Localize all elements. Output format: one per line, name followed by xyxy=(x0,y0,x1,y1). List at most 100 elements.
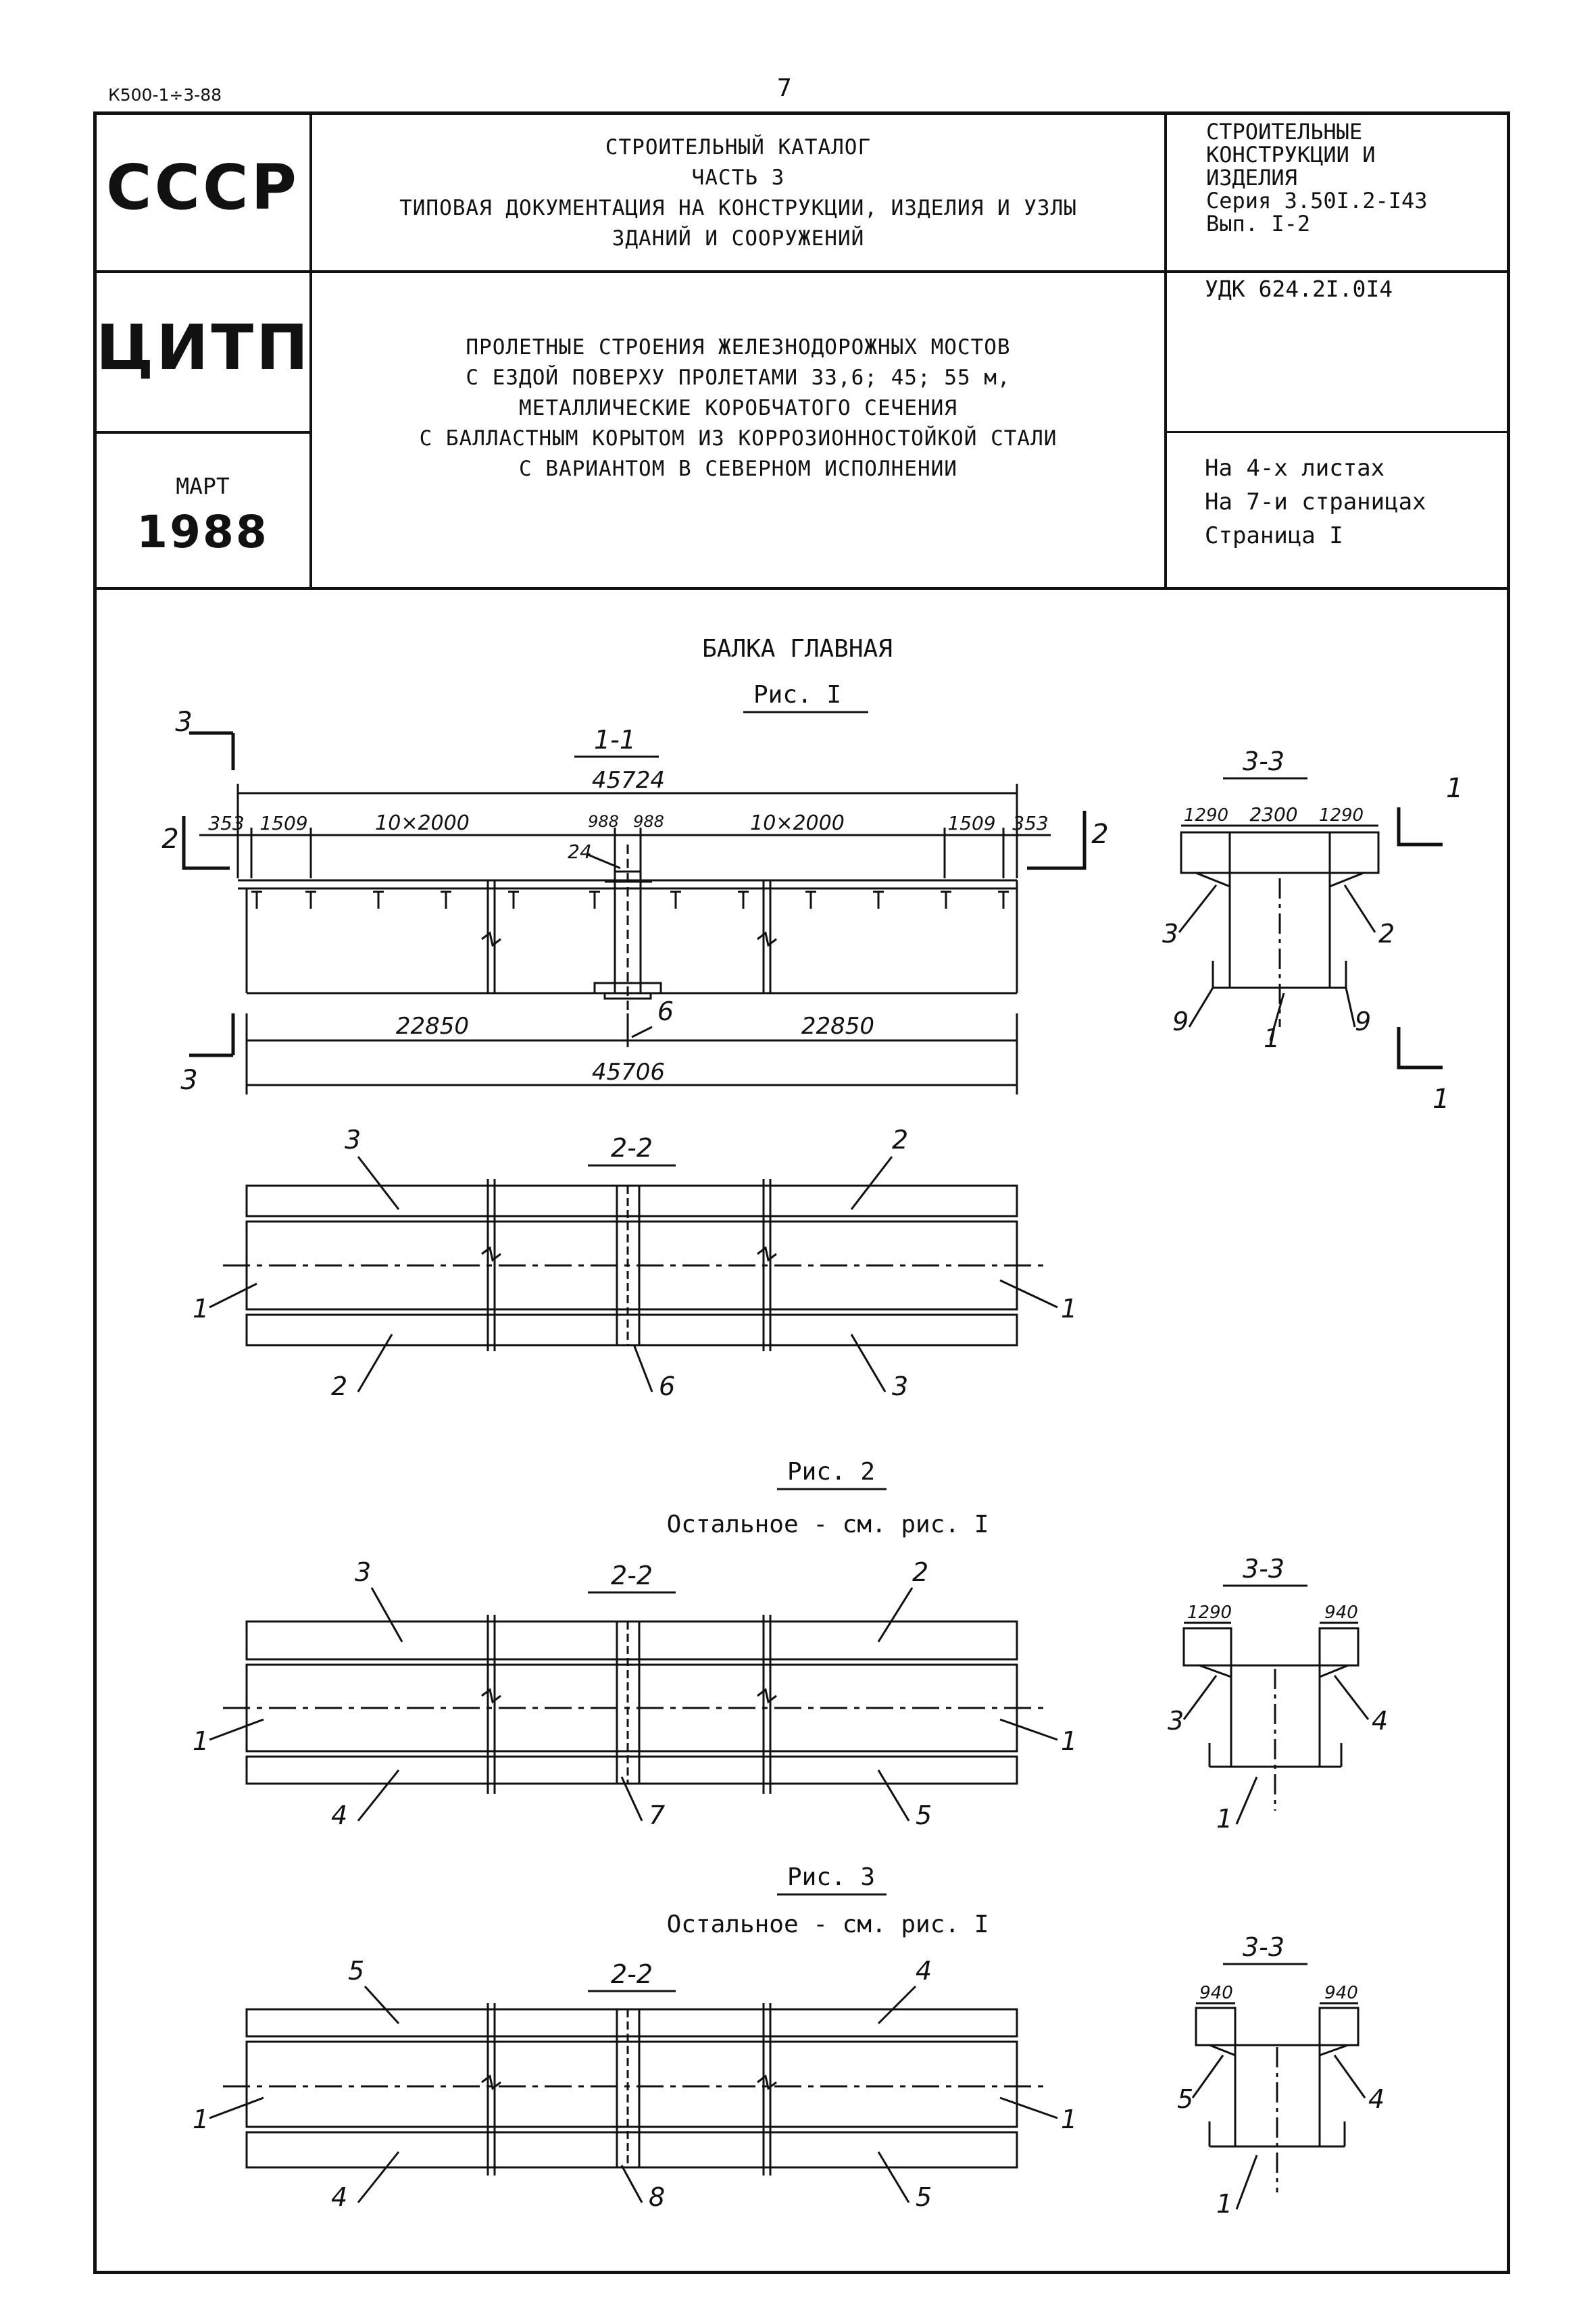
fig2-label: Рис. 2 xyxy=(787,1458,875,1486)
section-3-3-fig1: 3-3 xyxy=(1243,747,1285,776)
cut-1-bottom: 1 xyxy=(1432,1084,1449,1115)
pos-6-p1: 6 xyxy=(659,1372,675,1401)
series-line-1: СТРОИТЕЛЬНЫЕ xyxy=(1206,119,1363,145)
udk-row-line xyxy=(1164,431,1510,433)
dim-1290-fig2: 1290 xyxy=(1187,1603,1232,1623)
pos-4-s33-fig3: 4 xyxy=(1368,2084,1385,2114)
header-row-line xyxy=(93,270,1510,273)
dim-2300: 2300 xyxy=(1249,803,1297,826)
series-line-2: КОНСТРУКЦИИ И xyxy=(1206,142,1376,168)
dim-1290-b: 1290 xyxy=(1319,805,1364,826)
pos-8-p3: 8 xyxy=(649,2182,665,2212)
series-line-3: ИЗДЕЛИЯ xyxy=(1206,165,1297,191)
frame-right xyxy=(1507,111,1510,2273)
cut-2-right: 2 xyxy=(1091,819,1108,850)
stamp-column-line xyxy=(309,111,312,588)
stamp-row-line xyxy=(93,431,311,434)
dim-940-fig3-right: 940 xyxy=(1324,1983,1358,2003)
section-2-2-fig3: 2-2 xyxy=(611,1959,653,1989)
title-line-5: С ВАРИАНТОМ В СЕВЕРНОМ ИСПОЛНЕНИИ xyxy=(519,457,957,481)
pos-1-s33-fig2: 1 xyxy=(1216,1804,1232,1834)
pos-2-p2: 2 xyxy=(912,1557,928,1587)
corner-code: К500-1÷3-88 xyxy=(108,85,222,105)
catalog-line-2: ЧАСТЬ 3 xyxy=(691,166,785,190)
pos-1-p3-right: 1 xyxy=(1061,2105,1077,2134)
stamp-year: 1988 xyxy=(136,506,269,558)
udk-code: УДК 624.2I.0I4 xyxy=(1205,276,1393,302)
fig3-note: Остальное - см. рис. I xyxy=(667,1911,989,1938)
catalog-line-4: ЗДАНИЙ И СООРУЖЕНИЙ xyxy=(612,226,865,251)
pos-3-p2: 3 xyxy=(355,1557,371,1587)
pos-1-s33-fig3: 1 xyxy=(1216,2189,1232,2219)
cut-1-top: 1 xyxy=(1446,773,1463,804)
stamp-org: ЦИТП xyxy=(96,311,311,384)
pos-3-p1: 3 xyxy=(345,1125,361,1155)
title-line-3: МЕТАЛЛИЧЕСКИЕ КОРОБЧАТОГО СЕЧЕНИЯ xyxy=(519,396,957,420)
pos-2-s33: 2 xyxy=(1378,919,1395,949)
pos-4-p2: 4 xyxy=(331,1801,347,1830)
pos-3-s33: 3 xyxy=(1162,919,1178,949)
fig2-note: Остальное - см. рис. I xyxy=(667,1511,989,1538)
stamp-month: МАРТ xyxy=(176,473,230,499)
stamp-country: СССР xyxy=(106,151,299,224)
document-title: ПРОЛЕТНЫЕ СТРОЕНИЯ ЖЕЛЕЗНОДОРОЖНЫХ МОСТО… xyxy=(318,332,1159,484)
series-line-4: Серия 3.50I.2-I43 xyxy=(1206,188,1428,213)
cut-2-left: 2 xyxy=(161,824,178,855)
series-block: СТРОИТЕЛЬНЫЕ КОНСТРУКЦИИ И ИЗДЕЛИЯ Серия… xyxy=(1206,120,1503,235)
dim-22850-left: 22850 xyxy=(396,1013,469,1040)
title-line-1: ПРОЛЕТНЫЕ СТРОЕНИЯ ЖЕЛЕЗНОДОРОЖНЫХ МОСТО… xyxy=(466,335,1011,359)
pos-3-p1-bottom: 3 xyxy=(892,1372,908,1401)
section-1-1-label: 1-1 xyxy=(594,725,636,755)
pos-4-p3-bottom: 4 xyxy=(331,2182,347,2212)
pos-5-p2: 5 xyxy=(916,1801,932,1830)
pos-7-p2: 7 xyxy=(649,1801,665,1830)
cut-3-bottom-left: 3 xyxy=(180,1065,197,1096)
title-line-2: С ЕЗДОЙ ПОВЕРХУ ПРОЛЕТАМИ 33,6; 45; 55 м… xyxy=(466,366,1011,390)
section-3-3-fig3: 3-3 xyxy=(1243,1932,1285,1962)
title-line-4: С БАЛЛАСТНЫМ КОРЫТОМ ИЗ КОРРОЗИОННОСТОЙК… xyxy=(419,426,1057,451)
page-number: 7 xyxy=(777,74,792,102)
pos-1-p1-right: 1 xyxy=(1061,1294,1077,1324)
pos-5-p3: 5 xyxy=(348,1956,364,1986)
header-bottom-line xyxy=(93,587,1510,590)
fig3-label: Рис. 3 xyxy=(787,1863,875,1891)
pos-1-p2-left: 1 xyxy=(193,1726,209,1756)
pos-2-p1: 2 xyxy=(892,1125,908,1155)
dim-1290-a: 1290 xyxy=(1184,805,1228,826)
section-2-2-fig2: 2-2 xyxy=(611,1561,653,1590)
sheets-line-2: На 7-и страницах xyxy=(1205,488,1426,515)
pos-9-right: 9 xyxy=(1355,1007,1371,1036)
dim-1509-right: 1509 xyxy=(947,812,995,834)
section-2-2-fig1: 2-2 xyxy=(611,1133,653,1163)
series-line-5: Вып. I-2 xyxy=(1206,211,1311,236)
frame-left xyxy=(93,111,97,2273)
sheets-line-1: На 4-х листах xyxy=(1205,455,1385,482)
pos-4-s33-fig2: 4 xyxy=(1372,1706,1388,1736)
frame-bottom xyxy=(93,2271,1510,2274)
pos-5-s33-fig3: 5 xyxy=(1177,2084,1193,2114)
dim-45706: 45706 xyxy=(592,1059,665,1086)
dim-10x2000-right: 10×2000 xyxy=(750,811,845,835)
dim-988-right: 988 xyxy=(633,812,664,831)
pos-1-p2-right: 1 xyxy=(1061,1726,1077,1756)
dim-24: 24 xyxy=(568,840,592,863)
dim-1509-left: 1509 xyxy=(259,812,307,834)
pos-5-p3-bottom: 5 xyxy=(916,2182,932,2212)
dim-10x2000-left: 10×2000 xyxy=(375,811,470,835)
dim-353-right: 353 xyxy=(1012,812,1048,834)
pos-4-p3: 4 xyxy=(916,1956,932,1986)
dim-940-fig3-left: 940 xyxy=(1199,1983,1233,2003)
catalog-block: СТРОИТЕЛЬНЫЙ КАТАЛОГ ЧАСТЬ 3 ТИПОВАЯ ДОК… xyxy=(318,132,1159,254)
pos-1-p1-left: 1 xyxy=(193,1294,209,1324)
pos-2-p1-bottom: 2 xyxy=(331,1372,347,1401)
pos-1-p3-left: 1 xyxy=(193,2105,209,2134)
pos-9-left: 9 xyxy=(1172,1007,1189,1036)
dim-988-left: 988 xyxy=(588,812,619,831)
section-3-3-fig2: 3-3 xyxy=(1243,1554,1285,1584)
drawing-heading: БАЛКА ГЛАВНАЯ xyxy=(702,635,893,663)
pos-3-s33-fig2: 3 xyxy=(1168,1706,1184,1736)
series-column-line xyxy=(1164,111,1167,588)
pos-6-top: 6 xyxy=(657,997,674,1026)
frame-top xyxy=(93,111,1510,115)
